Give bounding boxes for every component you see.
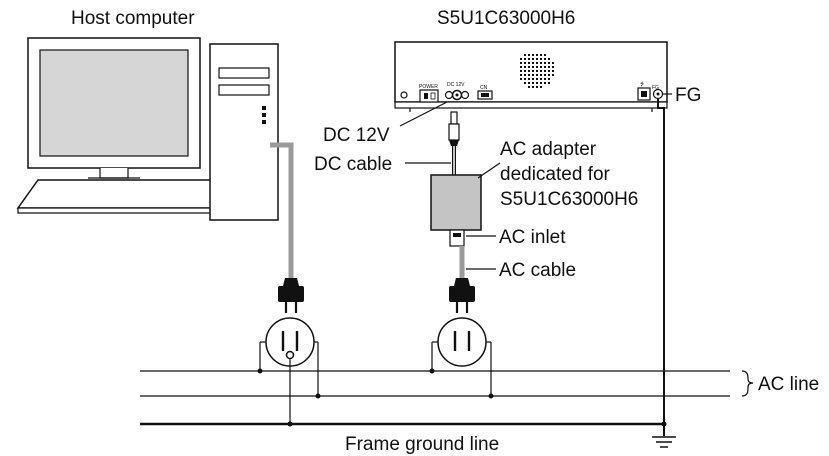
vent-grille <box>520 54 554 88</box>
keyboard <box>16 179 234 209</box>
panel-label-fg: FG <box>652 85 659 91</box>
panel-label-dc12v: DC 12V <box>447 82 465 88</box>
adapter-outlet-icon <box>429 317 494 399</box>
fg-wire <box>657 99 665 436</box>
host-computer <box>16 37 279 221</box>
label-dc-cable: DC cable <box>314 154 392 175</box>
leader-dc12v <box>399 101 448 127</box>
usb-symbol: ⭍ <box>640 82 644 88</box>
label-ac-inlet: AC inlet <box>499 227 566 248</box>
panel-label-cn: CN <box>480 85 488 91</box>
monitor-screen <box>39 49 189 157</box>
ground-symbol-icon <box>652 436 676 448</box>
label-ac-cable: AC cable <box>499 260 576 281</box>
label-ac-line: AC line <box>758 374 819 395</box>
label-ac-adapter-1: AC adapter <box>500 139 597 160</box>
device-body <box>394 41 668 103</box>
device-unit: POWER DC 12V CN ⭍ FG <box>394 41 668 112</box>
host-power-cable <box>270 142 294 278</box>
ac-line-brace <box>741 370 754 397</box>
label-fg: FG <box>675 85 701 106</box>
label-ac-adapter-3: S5U1C63000H6 <box>500 189 638 210</box>
host-plug-icon <box>278 278 304 313</box>
ac-adapter <box>430 174 482 231</box>
drive-bay-2 <box>218 84 270 96</box>
ac-inlet-socket <box>449 229 465 247</box>
label-frame-ground-line: Frame ground line <box>345 434 499 455</box>
label-ac-adapter-2: dedicated for <box>500 164 611 185</box>
label-dc-12v: DC 12V <box>323 125 390 146</box>
host-outlet-icon <box>257 317 321 427</box>
monitor-stand <box>99 168 129 179</box>
adapter-plug-icon <box>449 278 475 313</box>
label-device-model: S5U1C63000H6 <box>437 8 575 29</box>
drive-bay-1 <box>218 67 270 79</box>
screw-left <box>400 91 408 99</box>
dc-plug <box>448 111 460 146</box>
leader-ac-adapter <box>477 162 501 179</box>
panel-label-power: POWER <box>419 84 438 90</box>
label-host-computer: Host computer <box>71 8 195 29</box>
